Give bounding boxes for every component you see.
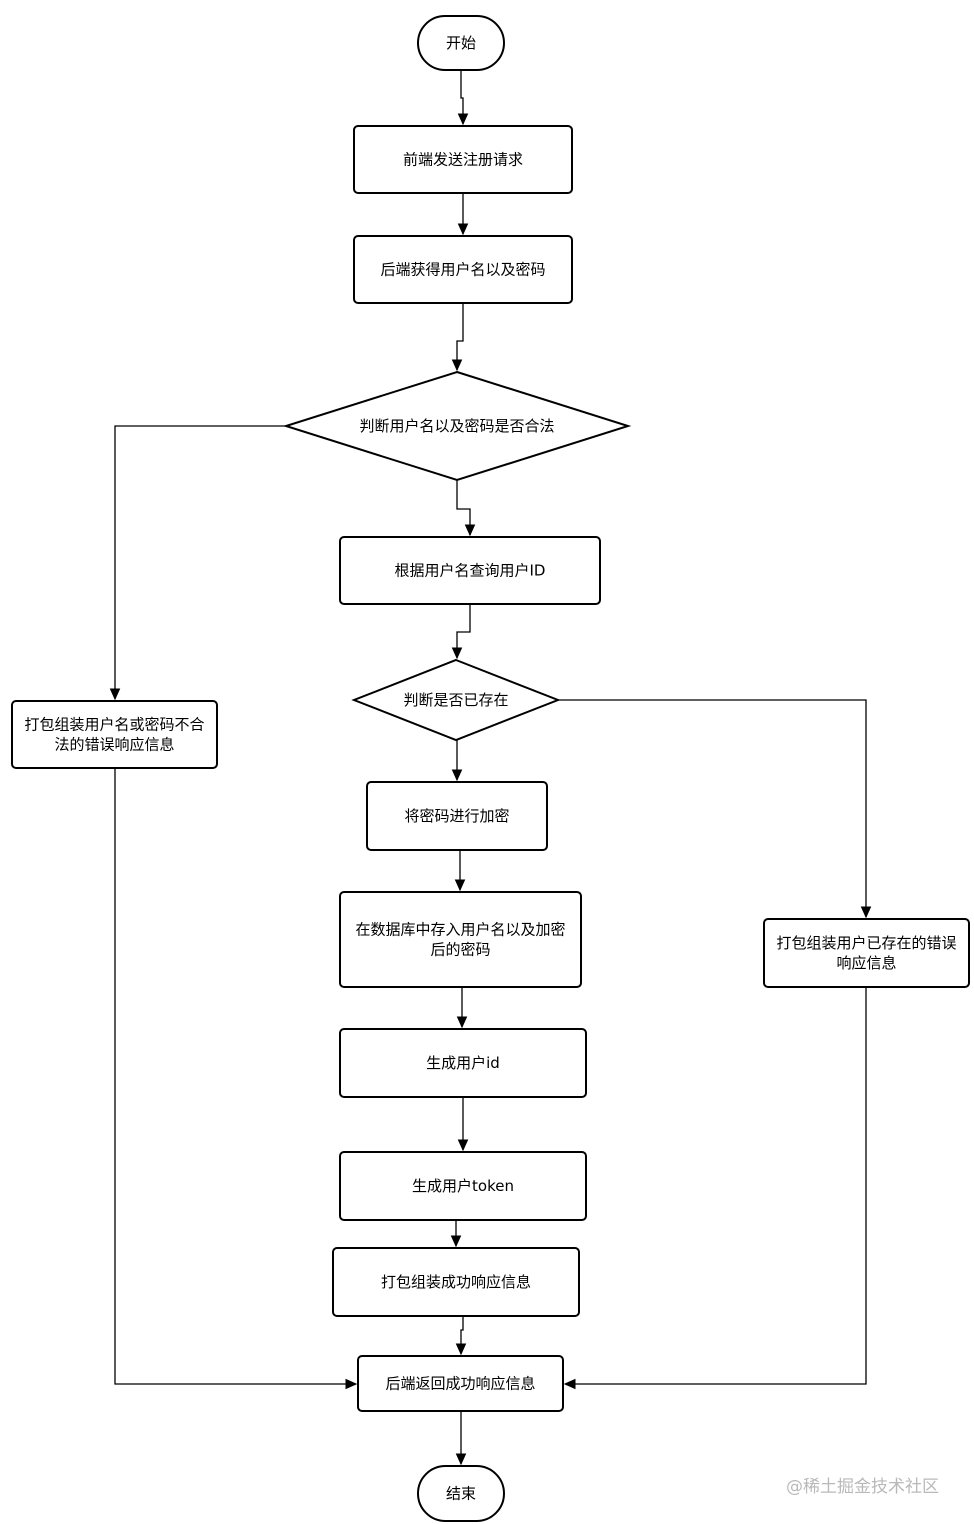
node-label: 法的错误响应信息 bbox=[54, 736, 174, 754]
edge-arrow bbox=[454, 850, 466, 892]
arrow-head bbox=[457, 223, 469, 236]
edge-arrow bbox=[456, 480, 476, 537]
node-label: 结束 bbox=[446, 1485, 476, 1503]
node-label: 打包组装用户名或密码不合 bbox=[24, 716, 204, 734]
edge-line bbox=[460, 1316, 464, 1354]
node-shape bbox=[351, 658, 561, 742]
edge-arrow bbox=[563, 987, 867, 1390]
edge-arrow bbox=[456, 987, 468, 1029]
node-label: 打包组装成功响应信息 bbox=[381, 1273, 531, 1291]
arrow-head bbox=[860, 906, 872, 919]
arrow-head bbox=[450, 1235, 462, 1248]
edge-line bbox=[558, 699, 867, 917]
node-check-valid: 判断用户名以及密码是否合法 bbox=[282, 370, 632, 482]
edge-arrow bbox=[114, 768, 358, 1390]
node-encrypt: 将密码进行加密 bbox=[366, 781, 548, 851]
edge-arrow bbox=[457, 1097, 469, 1152]
node-end: 结束 bbox=[417, 1465, 505, 1522]
edge-line bbox=[456, 303, 464, 370]
node-query-id: 根据用户名查询用户ID bbox=[339, 536, 601, 605]
edge-arrow bbox=[455, 1411, 467, 1466]
node-get-credentials: 后端获得用户名以及密码 bbox=[353, 235, 573, 304]
node-shape bbox=[417, 1465, 505, 1522]
node-return-response: 后端返回成功响应信息 bbox=[357, 1355, 564, 1412]
arrow-head bbox=[455, 1343, 467, 1356]
node-label: 后端获得用户名以及密码 bbox=[380, 261, 545, 279]
arrow-head bbox=[563, 1378, 576, 1390]
node-label: 后的密码 bbox=[430, 941, 490, 959]
node-label: 将密码进行加密 bbox=[404, 807, 509, 825]
arrow-head bbox=[456, 1016, 468, 1029]
edge-line bbox=[114, 425, 286, 699]
arrow-head bbox=[454, 879, 466, 892]
node-shape bbox=[332, 1247, 580, 1317]
edge-line bbox=[460, 70, 464, 124]
arrow-head bbox=[464, 524, 476, 537]
node-label: 打包组装用户已存在的错误 bbox=[776, 934, 956, 952]
node-check-exists: 判断是否已存在 bbox=[351, 658, 561, 742]
node-shape bbox=[353, 235, 573, 304]
arrow-head bbox=[451, 359, 463, 372]
edge-arrow bbox=[455, 1316, 467, 1356]
flowchart-nodes: 开始前端发送注册请求后端获得用户名以及密码判断用户名以及密码是否合法根据用户名查… bbox=[11, 15, 970, 1522]
node-label: 判断用户名以及密码是否合法 bbox=[359, 417, 554, 435]
edge-arrow bbox=[451, 303, 464, 372]
node-label: 响应信息 bbox=[836, 954, 896, 972]
node-start: 开始 bbox=[417, 15, 505, 71]
edge-line bbox=[565, 987, 867, 1385]
arrow-head bbox=[345, 1378, 358, 1390]
node-label: 根据用户名查询用户ID bbox=[395, 562, 546, 580]
edge-arrow bbox=[457, 70, 469, 126]
node-label: 在数据库中存入用户名以及加密 bbox=[355, 921, 565, 939]
node-shape bbox=[339, 536, 601, 605]
arrow-head bbox=[457, 1139, 469, 1152]
node-pack-success: 打包组装成功响应信息 bbox=[332, 1247, 580, 1317]
arrow-head bbox=[451, 769, 463, 782]
edge-arrow bbox=[451, 740, 463, 782]
node-label: 前端发送注册请求 bbox=[403, 151, 523, 169]
node-shape bbox=[11, 700, 218, 769]
edge-arrow bbox=[558, 699, 872, 919]
edge-line bbox=[114, 768, 356, 1385]
node-label: 开始 bbox=[446, 34, 476, 52]
node-shape bbox=[339, 891, 582, 988]
arrow-head bbox=[455, 1453, 467, 1466]
node-shape bbox=[339, 1151, 587, 1221]
node-shape bbox=[282, 370, 632, 482]
edge-line bbox=[456, 480, 471, 535]
node-label: 生成用户token bbox=[412, 1177, 514, 1195]
node-label: 后端返回成功响应信息 bbox=[385, 1375, 535, 1393]
edge-arrow bbox=[457, 193, 469, 236]
arrow-head bbox=[451, 647, 463, 660]
edge-arrow bbox=[109, 425, 286, 701]
node-shape bbox=[366, 781, 548, 851]
watermark-text: @稀土掘金技术社区 bbox=[786, 1477, 939, 1497]
node-shape bbox=[417, 15, 505, 71]
node-label: 生成用户id bbox=[426, 1054, 500, 1072]
flowchart-edges bbox=[109, 70, 872, 1466]
node-shape bbox=[353, 125, 573, 194]
arrow-head bbox=[457, 113, 469, 126]
node-shape bbox=[763, 918, 970, 988]
node-shape bbox=[357, 1355, 564, 1412]
edge-arrow bbox=[451, 604, 471, 660]
node-gen-id: 生成用户id bbox=[339, 1028, 587, 1098]
node-shape bbox=[339, 1028, 587, 1098]
arrow-head bbox=[109, 688, 121, 701]
node-label: 判断是否已存在 bbox=[403, 691, 508, 709]
edge-line bbox=[456, 604, 471, 658]
node-send-request: 前端发送注册请求 bbox=[353, 125, 573, 194]
node-gen-token: 生成用户token bbox=[339, 1151, 587, 1221]
edge-arrow bbox=[450, 1220, 462, 1248]
